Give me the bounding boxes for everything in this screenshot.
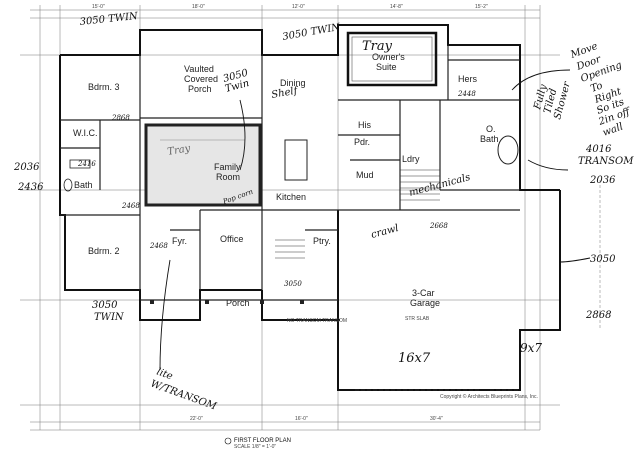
- note-2868-right: 2868: [585, 310, 611, 321]
- plan-scale: SCALE 1/8" = 1'-0": [234, 444, 276, 450]
- sink-icon: [69, 159, 91, 169]
- note-shelf: Shelf: [271, 85, 301, 101]
- note-9x7: 9x7: [520, 341, 542, 355]
- room-owners-suite-1: Owner's: [372, 52, 405, 62]
- dim-top-4: 14'-8": [390, 4, 403, 10]
- room-vaulted-porch-1: Vaulted: [184, 64, 214, 74]
- note-3050-twin-bottom-1: 3050: [92, 300, 118, 311]
- room-bath-left: Bath: [74, 180, 93, 190]
- kitchen-island: [284, 139, 308, 181]
- room-vaulted-porch-2: Covered: [184, 74, 218, 84]
- room-family-2: Room: [216, 172, 240, 182]
- room-bdrm2: Bdrm. 2: [88, 246, 120, 256]
- note-16x7: 16x7: [398, 351, 431, 366]
- title-block: FIRST FLOOR PLAN SCALE 1/8" = 1'-0" Copy…: [224, 393, 538, 450]
- porch-posts: [150, 300, 304, 304]
- stairs: [275, 169, 440, 259]
- room-fyr: Fyr.: [172, 236, 187, 246]
- room-pdr: Pdr.: [354, 137, 370, 147]
- room-vaulted-porch-3: Porch: [188, 84, 212, 94]
- note-4016-1: 4016: [585, 144, 612, 155]
- plan-copyright: Copyright © Architects Blueprints Plans,…: [440, 393, 538, 400]
- note-2668: 2668: [429, 222, 448, 230]
- room-bdrm3: Bdrm. 3: [88, 82, 120, 92]
- room-obath-2: Bath: [480, 134, 499, 144]
- room-obath-1: O.: [486, 124, 496, 134]
- dim-bottom-2: 16'-0": [295, 416, 308, 422]
- tray-ceiling-owners: [346, 31, 438, 87]
- note-2468-b: 2468: [149, 242, 168, 250]
- bathtub: [497, 135, 519, 165]
- note-2436: 2436: [17, 182, 44, 193]
- room-ptry: Ptry.: [313, 236, 331, 246]
- room-labels: Bdrm. 3 Vaulted Covered Porch Dining Own…: [73, 52, 499, 308]
- note-tray: Tray: [362, 39, 393, 54]
- note-2036-right: 2036: [589, 175, 616, 186]
- note-2868-left: 2868: [111, 114, 130, 122]
- tray-ceiling-family: [144, 123, 262, 207]
- room-hers: Hers: [458, 74, 478, 84]
- dim-top-1: 15'-0": [92, 4, 105, 10]
- interior-walls: [60, 45, 520, 301]
- note-tray-center: Tray: [167, 143, 192, 158]
- room-garage-1: 3-Car: [412, 288, 435, 298]
- note-slab: STR SLAB: [405, 316, 430, 322]
- note-4016-2: TRANSOM: [578, 156, 634, 167]
- dimension-labels: 15'-0" 18'-0" 12'-0" 14'-8" 15'-2" 22'-0…: [92, 4, 488, 422]
- dim-bottom-3: 30'-4": [430, 416, 443, 422]
- plan-title: FIRST FLOOR PLAN: [234, 438, 291, 444]
- toilet-icon: [63, 178, 73, 192]
- handwritten-notes: 3050 TWIN 3050 TWIN Tray Move Door Openi…: [13, 11, 634, 413]
- dim-bottom-1: 22'-0": [190, 416, 203, 422]
- room-dining: Dining: [280, 78, 306, 88]
- room-owners-suite-2: Suite: [376, 62, 397, 72]
- room-garage-2: Garage: [410, 298, 440, 308]
- room-porch: Porch: [226, 298, 250, 308]
- note-3050-right: 3050: [590, 254, 616, 265]
- room-mud: Mud: [356, 170, 374, 180]
- room-ldry: Ldry: [402, 154, 420, 164]
- note-3050-mid: 3050: [284, 280, 302, 288]
- room-family-1: Family: [214, 162, 241, 172]
- dim-top-5: 15'-2": [475, 4, 488, 10]
- room-his: His: [358, 120, 371, 130]
- note-3050-twin-bottom-2: TWIN: [94, 312, 125, 323]
- note-2468: 2468: [121, 202, 140, 210]
- note-pass-thru: NO TRANSOM TRANSOM: [287, 318, 347, 324]
- note-2036-left: 2036: [13, 162, 40, 173]
- note-2416: 2416: [77, 160, 96, 168]
- room-wic: W.I.C.: [73, 128, 98, 138]
- note-2448: 2448: [457, 90, 476, 98]
- annotation-arrows: [159, 69, 591, 371]
- dim-top-2: 18'-0": [192, 4, 205, 10]
- room-office: Office: [220, 234, 243, 244]
- dim-top-3: 12'-0": [292, 4, 305, 10]
- note-lite-1: lite: [155, 366, 174, 382]
- room-kitchen: Kitchen: [276, 192, 306, 202]
- note-move-door-4: To: [589, 80, 604, 94]
